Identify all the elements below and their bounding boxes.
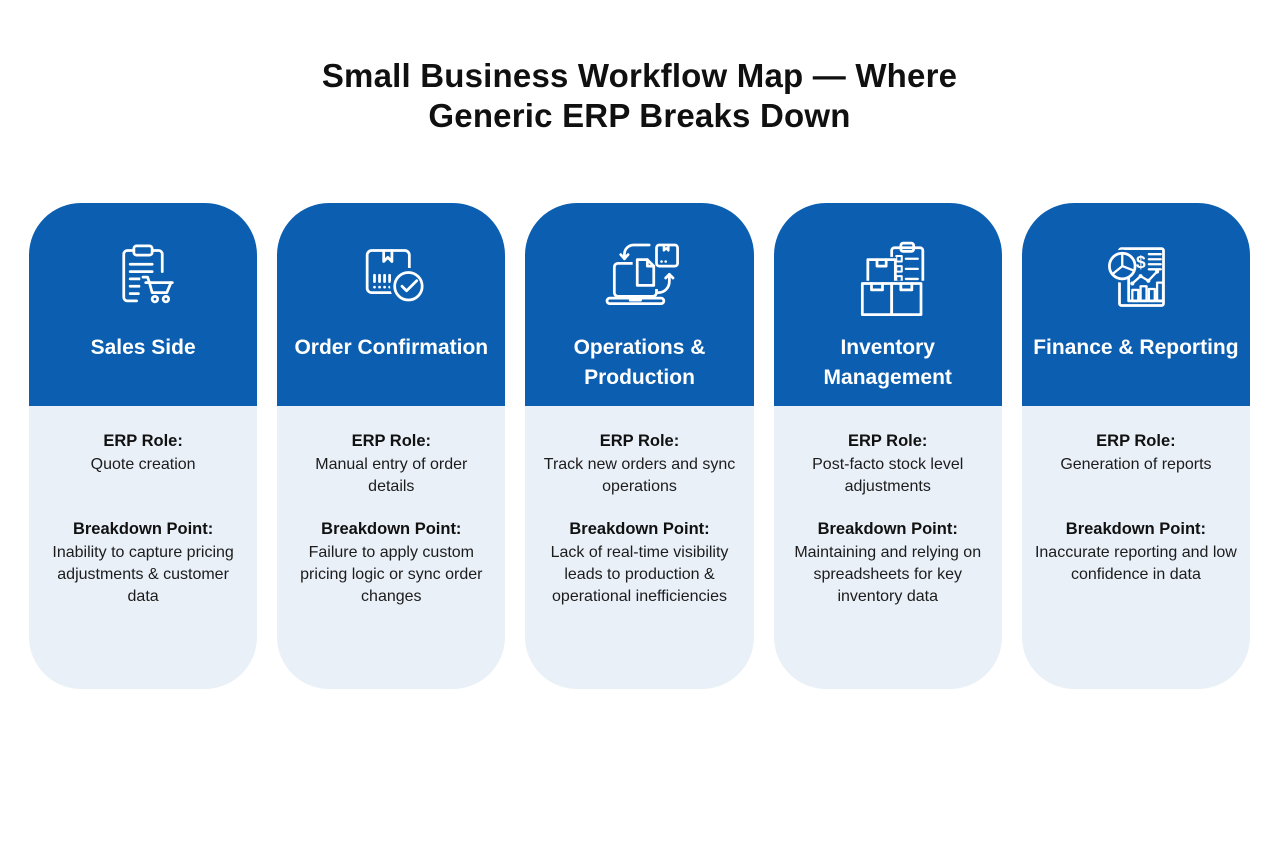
- breakdown-label: Breakdown Point:: [72, 519, 214, 538]
- breakdown-text: Lack of real-time visibility leads to pr…: [550, 543, 729, 605]
- workflow-card-operations-production: Operations & Production ERP Role: Track …: [525, 202, 754, 689]
- breakdown-section: Breakdown Point: Failure to apply custom…: [290, 518, 492, 608]
- card-body: ERP Role: Generation of reports Breakdow…: [1021, 405, 1251, 689]
- workflow-card-order-confirmation: Order Confirmation ERP Role: Manual entr…: [277, 202, 506, 689]
- erp-role-text: Track new orders and sync operations: [543, 455, 736, 495]
- workflow-card-finance-reporting: $ Finance & Reporting ERP Role:: [1021, 202, 1251, 689]
- page-title-line-2: Generic ERP Breaks Down: [428, 97, 851, 135]
- erp-role-text: Quote creation: [90, 455, 196, 473]
- finance-report-icon: $: [1092, 231, 1180, 325]
- card-body: ERP Role: Manual entry of order details …: [277, 405, 506, 689]
- breakdown-label: Breakdown Point:: [569, 519, 710, 538]
- erp-role-label: ERP Role:: [847, 431, 928, 450]
- card-title: Operations & Production: [573, 335, 706, 389]
- card-header: Inventory Management: [773, 202, 1002, 406]
- erp-role-section: ERP Role: Manual entry of order details: [290, 430, 492, 518]
- erp-role-section: ERP Role: Track new orders and sync oper…: [538, 430, 740, 518]
- workflow-card-sales-side: Sales Side ERP Role: Quote creation Brea…: [29, 202, 258, 689]
- card-body: ERP Role: Track new orders and sync oper…: [525, 405, 754, 689]
- erp-role-section: ERP Role: Post-facto stock level adjustm…: [787, 430, 989, 518]
- erp-role-text: Post-facto stock level adjustments: [812, 455, 964, 495]
- workflow-cards-row: Sales Side ERP Role: Quote creation Brea…: [29, 202, 1251, 689]
- clipboard-cart-icon: [99, 231, 187, 325]
- card-header: Operations & Production: [525, 202, 754, 406]
- package-check-icon: [347, 231, 435, 325]
- inventory-boxes-icon: [844, 231, 932, 325]
- breakdown-text: Inability to capture pricing adjustments…: [52, 543, 234, 605]
- erp-role-label: ERP Role:: [1096, 431, 1176, 450]
- breakdown-section: Breakdown Point: Maintaining and relying…: [787, 518, 989, 608]
- card-title: Sales Side: [90, 335, 196, 359]
- erp-role-label: ERP Role:: [599, 431, 680, 450]
- breakdown-text: Maintaining and relying on spreadsheets …: [794, 543, 982, 605]
- card-header: Order Confirmation: [277, 202, 506, 406]
- breakdown-label: Breakdown Point:: [817, 519, 958, 538]
- laptop-sync-icon: [596, 231, 684, 325]
- breakdown-label: Breakdown Point:: [1065, 519, 1207, 538]
- breakdown-section: Breakdown Point: Lack of real-time visib…: [538, 518, 740, 608]
- erp-role-text: Manual entry of order details: [315, 455, 468, 495]
- page-title: Small Business Workflow Map — Where Gene…: [270, 56, 1010, 137]
- erp-role-label: ERP Role:: [351, 431, 432, 450]
- page-title-line-1: Small Business Workflow Map — Where: [321, 57, 958, 94]
- card-title: Order Confirmation: [294, 335, 489, 359]
- breakdown-label: Breakdown Point:: [321, 519, 462, 538]
- card-title: Finance & Reporting: [1033, 335, 1239, 359]
- workflow-card-inventory-management: Inventory Management ERP Role: Post-fact…: [773, 202, 1002, 689]
- card-header: Sales Side: [29, 202, 258, 406]
- erp-role-label: ERP Role:: [103, 431, 183, 450]
- card-body: ERP Role: Post-facto stock level adjustm…: [773, 405, 1002, 689]
- breakdown-text: Failure to apply custom pricing logic or…: [300, 543, 483, 605]
- erp-role-section: ERP Role: Quote creation: [42, 430, 244, 518]
- card-title: Inventory Management: [823, 335, 952, 389]
- breakdown-section: Breakdown Point: Inability to capture pr…: [42, 518, 244, 608]
- erp-role-section: ERP Role: Generation of reports: [1035, 430, 1237, 518]
- svg-text:$: $: [1136, 251, 1146, 271]
- breakdown-section: Breakdown Point: Inaccurate reporting an…: [1035, 518, 1237, 586]
- erp-role-text: Generation of reports: [1060, 455, 1212, 473]
- breakdown-text: Inaccurate reporting and low confidence …: [1034, 543, 1237, 583]
- card-header: $ Finance & Reporting: [1021, 202, 1251, 406]
- card-body: ERP Role: Quote creation Breakdown Point…: [29, 405, 258, 689]
